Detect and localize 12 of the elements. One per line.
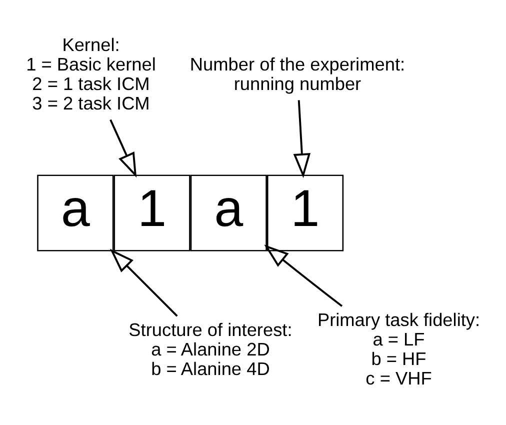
arrow [110, 118, 137, 178]
arrow [293, 100, 311, 178]
node-text: Number of the experiment: running number [190, 54, 406, 94]
node-box: 1 [266, 174, 344, 251]
node-text: Kernel: 1 = Basic kernel 2 = 1 task ICM 3 = 2 task ICM [26, 34, 156, 113]
arrow [110, 248, 178, 316]
node-text: Primary task fidelity: a = LF b = HF c = VHF [317, 310, 480, 388]
node-text: Structure of interest: a = Alanine 2D b = Alanine 4D [128, 319, 292, 378]
arrow [264, 244, 343, 306]
node-box: a [37, 174, 114, 251]
node-box: a [190, 174, 267, 251]
node-box: 1 [114, 174, 190, 251]
